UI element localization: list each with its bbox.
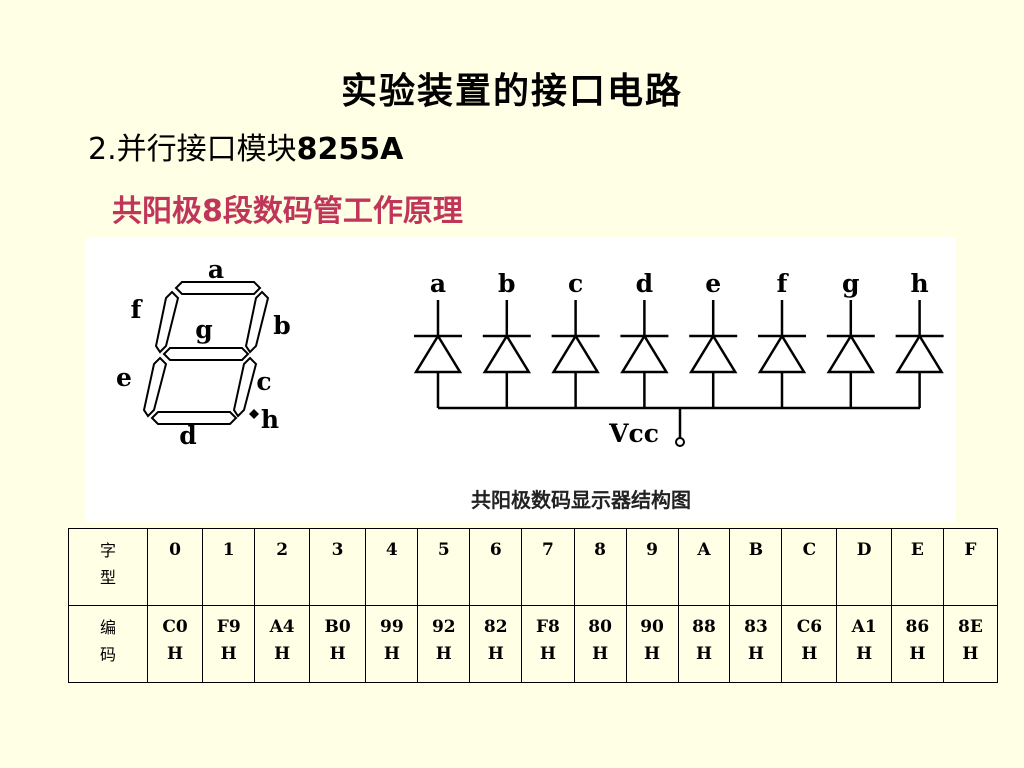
- code-row-header: 编码: [68, 605, 148, 683]
- figure-caption: 共阳极数码显示器结构图: [471, 488, 691, 512]
- diode-triangle: [826, 333, 876, 374]
- diode-triangle: [551, 333, 600, 374]
- pin-label-f: f: [777, 269, 790, 298]
- label-f: f: [131, 295, 144, 324]
- diode-array: a b c d e f g h: [413, 269, 944, 408]
- glyph-cell: A: [677, 528, 731, 606]
- glyph-cell: F: [942, 528, 999, 606]
- glyph-cell: 3: [308, 528, 367, 606]
- label-d: d: [179, 421, 196, 450]
- diode-h: h: [895, 269, 944, 408]
- label-g: g: [195, 315, 212, 344]
- label-c: c: [256, 367, 271, 396]
- vcc-terminal: [675, 437, 685, 447]
- label-a: a: [208, 255, 224, 284]
- segment-f: [154, 290, 180, 354]
- glyph-row: 字型 0 1 2 3 4 5 6 7 8 9 A B C D E F: [68, 528, 999, 606]
- glyph-cell: 0: [146, 528, 204, 606]
- pin-label-c: c: [568, 269, 583, 298]
- pin-label-b: b: [498, 269, 515, 298]
- glyph-cell: 1: [202, 528, 256, 606]
- glyph-cell: E: [890, 528, 944, 606]
- section-heading: 共阳极8段数码管工作原理: [112, 194, 463, 229]
- segment-b: [244, 290, 270, 354]
- glyph-cell: 4: [365, 528, 419, 606]
- diode-g: g: [826, 269, 876, 408]
- segment-h-dot: [249, 409, 259, 419]
- label-e: e: [116, 363, 132, 392]
- diode-triangle: [482, 333, 532, 374]
- pin-label-h: h: [911, 269, 929, 298]
- diode-f: f: [757, 269, 807, 408]
- pin-label-g: g: [842, 269, 859, 298]
- glyph-cell: 7: [521, 528, 575, 606]
- label-h: h: [261, 405, 279, 434]
- segment-g: [162, 347, 250, 361]
- slide-title: 实验装置的接口电路: [340, 70, 683, 112]
- pin-label-e: e: [705, 269, 721, 298]
- glyph-cell: B: [729, 528, 783, 606]
- segment-a: [174, 281, 262, 295]
- pin-label-d: d: [636, 269, 653, 298]
- subtitle-prefix: 2.并行接口模块: [88, 132, 297, 167]
- subtitle-chip: 8255A: [296, 132, 404, 167]
- glyph-cell: 9: [625, 528, 679, 606]
- diode-triangle: [413, 333, 463, 374]
- glyph-cell: 6: [469, 528, 523, 606]
- diode-triangle: [620, 333, 669, 374]
- pin-label-a: a: [430, 269, 446, 298]
- diode-triangle: [757, 333, 807, 374]
- slide-subtitle: 2.并行接口模块8255A: [88, 124, 403, 168]
- diode-a: a: [413, 269, 463, 408]
- diode-triangle: [688, 333, 738, 374]
- glyph-cell: D: [836, 528, 892, 606]
- code-table: 字型 0 1 2 3 4 5 6 7 8 9 A B C D E F 编码 C0…: [68, 528, 999, 683]
- glyph-cell: 2: [254, 528, 310, 606]
- diode-e: e: [688, 269, 738, 408]
- diode-b: b: [482, 269, 532, 408]
- diode-d: d: [620, 269, 669, 408]
- glyph-cell: 5: [417, 528, 471, 606]
- diode-triangle: [895, 333, 944, 374]
- segment-e: [142, 356, 168, 418]
- seven-segment-display: [142, 281, 270, 425]
- glyph-cell: C: [781, 528, 838, 606]
- glyph-cell: 8: [573, 528, 627, 606]
- segment-c: [232, 356, 258, 418]
- glyph-row-header: 字型: [68, 528, 148, 606]
- vcc-label: Vcc: [608, 419, 659, 448]
- label-b: b: [273, 311, 290, 340]
- diode-c: c: [551, 269, 600, 408]
- segment-d: [150, 411, 238, 425]
